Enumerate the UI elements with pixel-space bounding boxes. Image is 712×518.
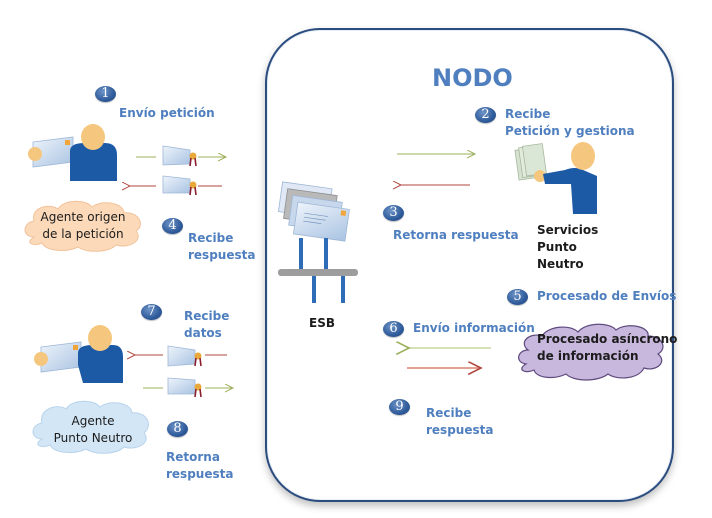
esb-icon: [277, 181, 358, 303]
step-1-label: Envío petición: [119, 106, 215, 120]
origin-agent-label: Agente origen de la petición: [28, 209, 138, 243]
step-7-line-2: datos: [184, 326, 222, 340]
async-processing-cloud: [518, 323, 664, 381]
step-6-badge: 6: [383, 321, 404, 337]
step-3-label: Retorna respuesta: [393, 228, 519, 242]
step-4-line-2: respuesta: [188, 248, 256, 262]
step-2-badge: 2: [475, 107, 496, 123]
neutral-point-agent-line-2: Punto Neutro: [53, 431, 133, 445]
origin-agent-cloud: [24, 200, 141, 252]
step-8-line-1: Retorna: [166, 450, 220, 464]
step-9-badge: 9: [389, 399, 410, 415]
step-7-badge: 7: [141, 304, 162, 320]
esb-bus-bar: [278, 269, 358, 276]
esb-connector: [312, 276, 316, 303]
origin-agent-line-2: de la petición: [42, 227, 124, 241]
step-8-line-2: respuesta: [166, 467, 234, 481]
step-9-label: Recibe respuesta: [426, 405, 493, 439]
esb-label: ESB: [309, 316, 335, 330]
origin-message-arrows: [130, 145, 240, 196]
certified-message-icon: [167, 377, 202, 398]
esb-connector: [341, 276, 345, 303]
step-4-line-1: Recibe: [188, 231, 234, 245]
step-7-line-1: Recibe: [184, 309, 230, 323]
step-8-badge: 8: [167, 421, 188, 437]
step-2-line-1: Recibe: [505, 107, 551, 121]
neutral-point-agent-cloud: [32, 400, 149, 454]
certified-message-icon: [167, 345, 202, 367]
async-arrows: [405, 342, 491, 372]
step-2-line-2: Petición y gestiona: [505, 124, 635, 138]
async-processing-label: Procesado asíncrono de información: [537, 331, 677, 365]
services-line-2: Punto: [537, 240, 577, 254]
neutral-point-agent-line-1: Agente: [71, 414, 115, 428]
step-5-label: Procesado de Envíos: [537, 289, 677, 303]
neutral-point-message-arrows: [135, 345, 245, 398]
certified-message-icon: [162, 145, 197, 167]
async-processing-line-2: de información: [537, 349, 639, 363]
services-person-icon: [514, 142, 597, 214]
services-line-3: Neutro: [537, 257, 584, 271]
async-processing-line-1: Procesado asíncrono: [537, 332, 678, 346]
node-container: [265, 28, 674, 502]
origin-agent-line-1: Agente origen: [40, 210, 126, 224]
step-1-badge: 1: [95, 86, 116, 102]
step-6-label: Envío información: [413, 321, 535, 335]
step-2-label: Recibe Petición y gestiona: [505, 106, 635, 140]
services-label: Servicios Punto Neutro: [537, 222, 598, 273]
services-line-1: Servicios: [537, 223, 599, 237]
step-7-label: Recibe datos: [184, 308, 229, 342]
certified-message-icon: [162, 175, 197, 196]
step-8-label: Retorna respuesta: [166, 449, 233, 483]
step-5-badge: 5: [507, 289, 528, 305]
node-title: NODO: [432, 64, 513, 92]
step-3-badge: 3: [383, 205, 404, 221]
step-9-line-2: respuesta: [426, 423, 494, 437]
neutral-point-agent-person-icon: [34, 325, 123, 383]
esb-connector: [299, 238, 303, 270]
step-4-badge: 4: [162, 218, 183, 234]
esb-services-arrows: [395, 148, 485, 193]
origin-agent-person-icon: [28, 124, 117, 181]
neutral-point-agent-label: Agente Punto Neutro: [33, 413, 153, 447]
step-4-label: Recibe respuesta: [188, 230, 255, 264]
esb-connector: [324, 238, 328, 270]
step-9-line-1: Recibe: [426, 406, 472, 420]
